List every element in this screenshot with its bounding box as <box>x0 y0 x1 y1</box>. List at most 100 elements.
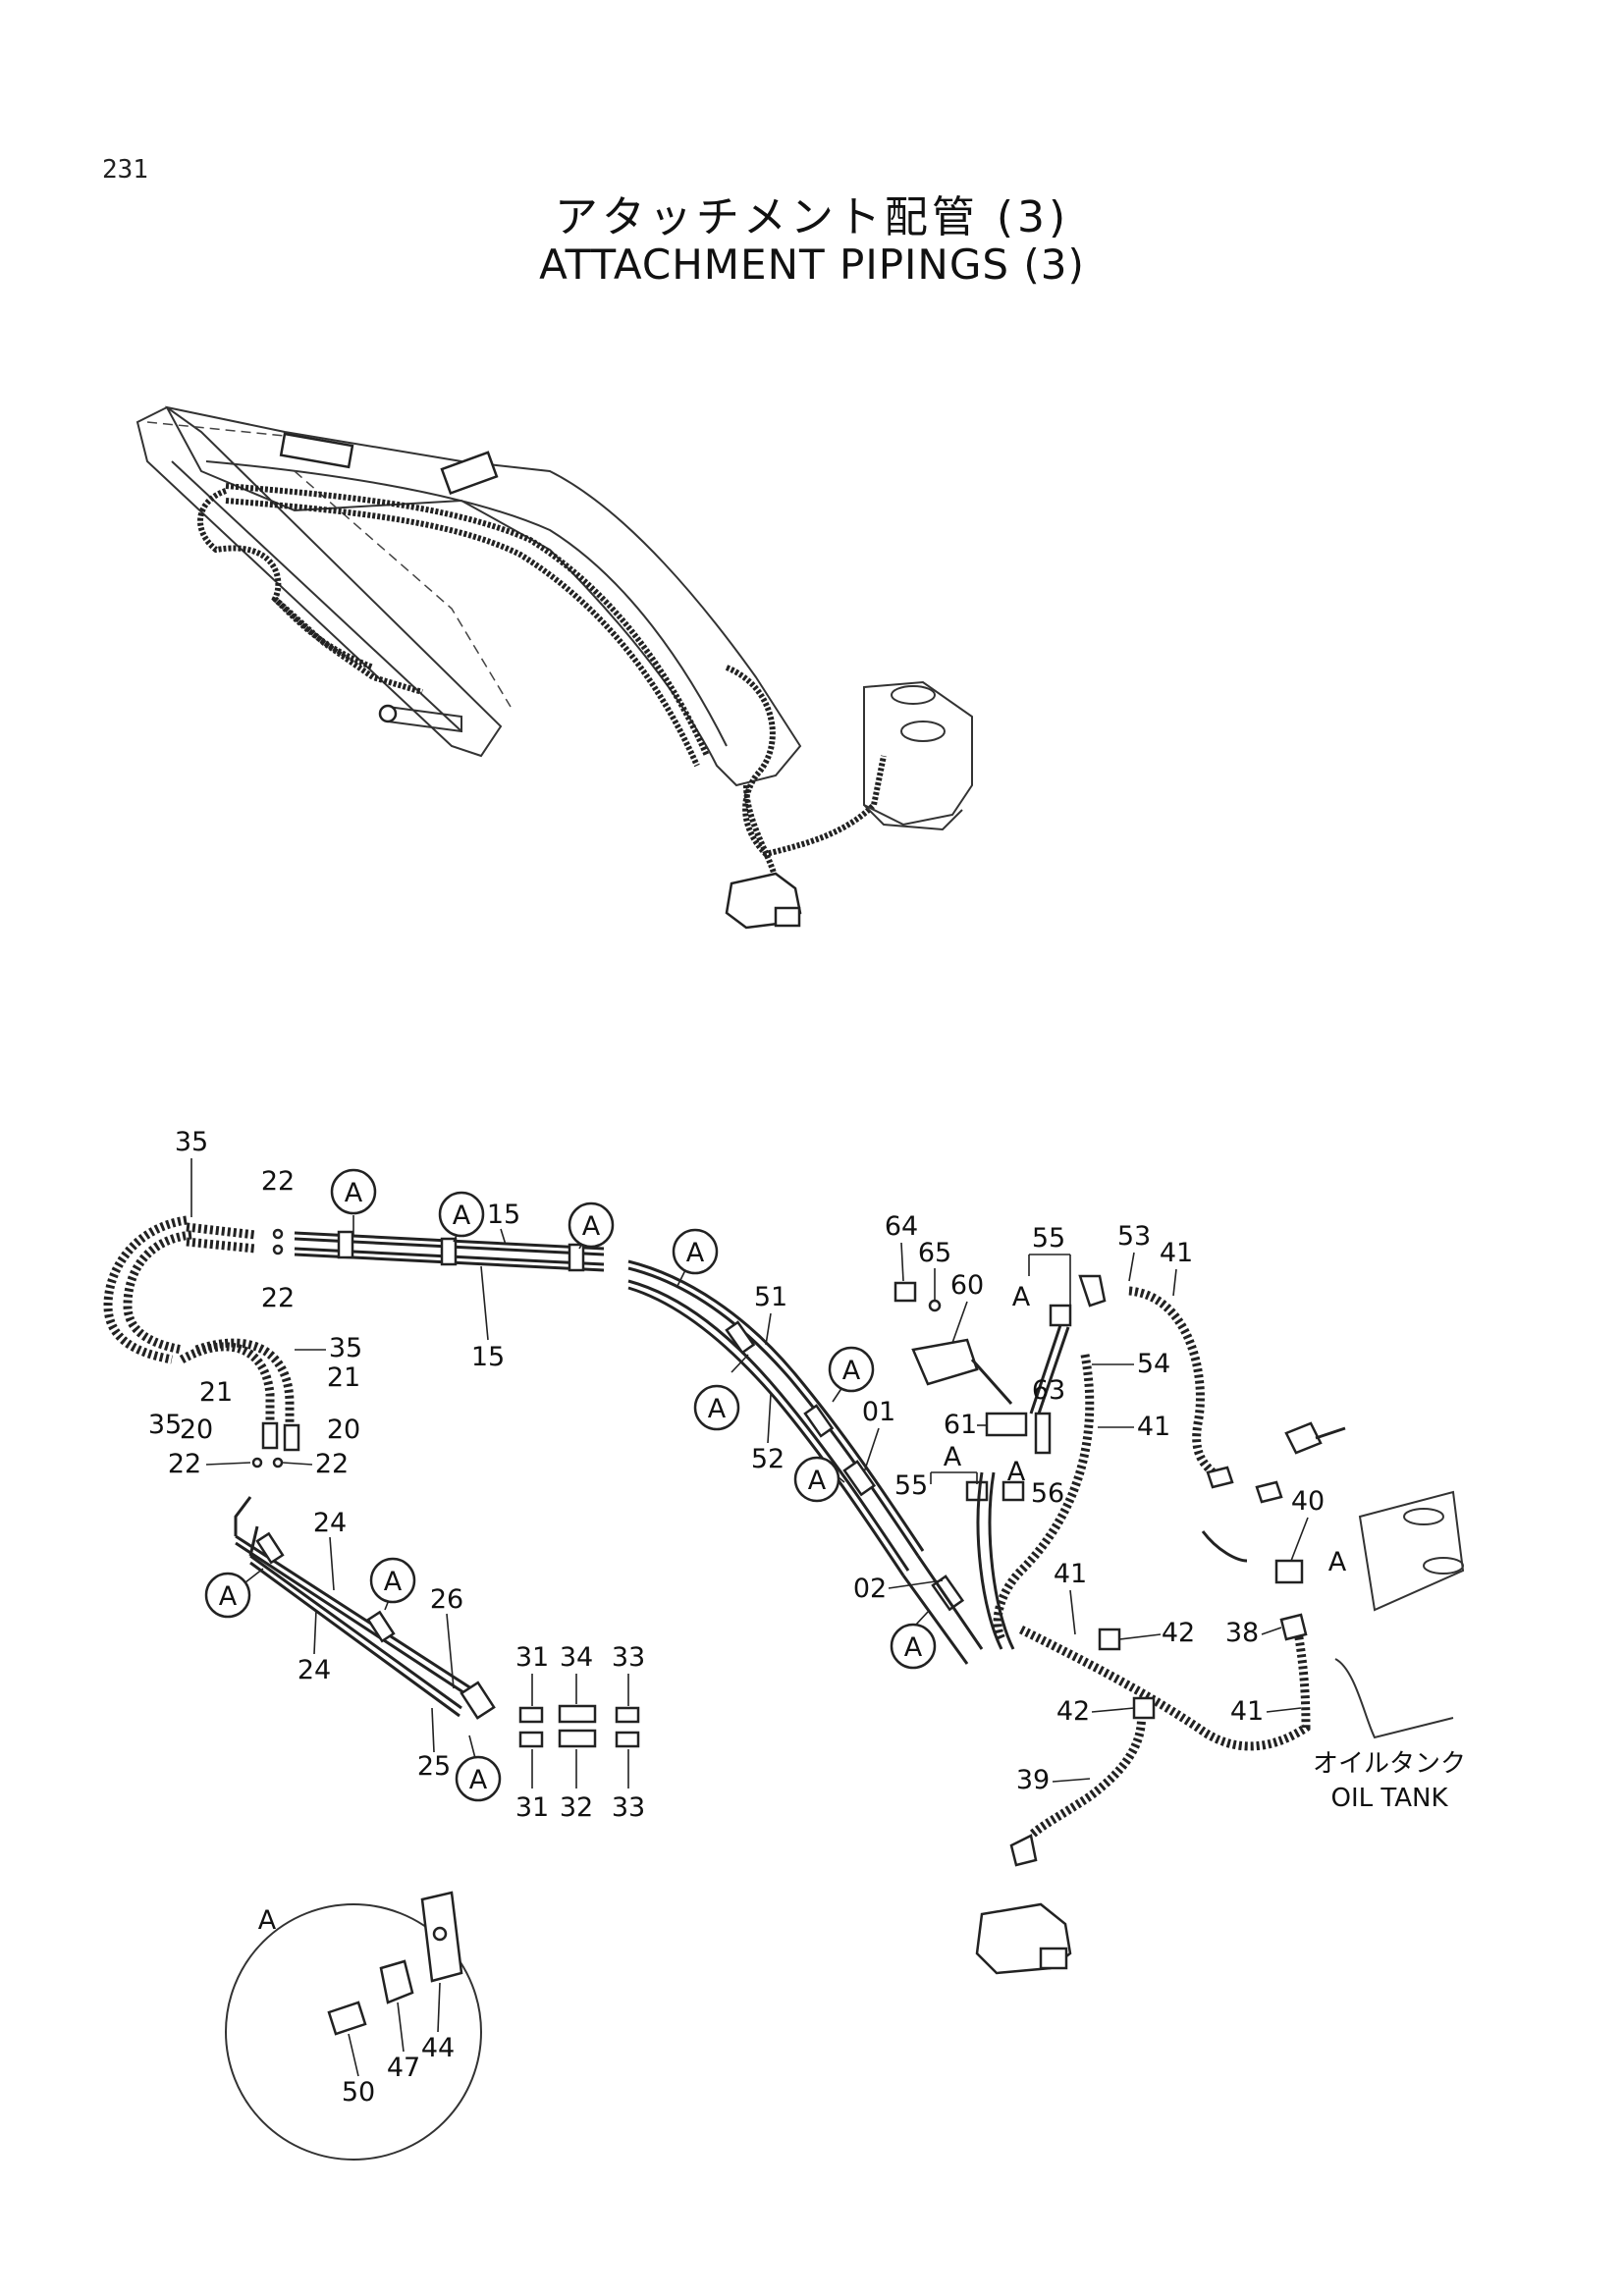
pipe-to-tank <box>1201 1530 1248 1563</box>
label-61: 61 <box>944 1410 977 1440</box>
label-22-mid-left: 22 <box>168 1449 201 1479</box>
label-25: 25 <box>417 1751 451 1782</box>
clamp-a-1 <box>337 1230 354 1259</box>
page-number: 231 <box>102 155 148 185</box>
label-15-top: 15 <box>487 1200 520 1230</box>
label-51: 51 <box>754 1282 787 1312</box>
label-42-mid: 42 <box>1056 1696 1090 1727</box>
label-41-bottom: 41 <box>1230 1696 1264 1727</box>
clamp-47 <box>379 1959 414 2004</box>
fitting-34 <box>558 1704 597 1724</box>
boom-inner-line <box>205 460 728 747</box>
label-60: 60 <box>950 1270 984 1301</box>
oil-tank-cap <box>1403 1508 1444 1525</box>
fitting-40 <box>1274 1559 1304 1584</box>
hose-41-mid <box>1018 1619 1311 1751</box>
bucket-pin <box>378 704 398 723</box>
pipe-left-to-valve <box>976 1471 1003 1650</box>
label-63: 63 <box>1032 1375 1065 1406</box>
fitting-20-right <box>283 1423 300 1452</box>
hose-35-left <box>103 1215 188 1364</box>
pipe-52-2 <box>627 1286 905 1576</box>
detail-a-circle <box>225 1903 482 2161</box>
fitting-55-lower <box>965 1480 989 1502</box>
fitting-31-top <box>518 1706 544 1724</box>
boom-cylinder <box>279 432 354 469</box>
fitting-61 <box>985 1412 1028 1437</box>
label-15-bottom: 15 <box>471 1342 505 1372</box>
label-52: 52 <box>751 1444 785 1474</box>
swing-post <box>863 680 973 827</box>
label-50: 50 <box>342 2077 375 2108</box>
piping-exploded-view <box>103 1215 1465 2161</box>
control-valve-port-top <box>774 906 801 928</box>
fitting-near-40-b <box>1255 1480 1283 1504</box>
label-26: 26 <box>430 1584 463 1615</box>
pipe-55-vertical <box>1029 1324 1070 1415</box>
plate-44-hole <box>432 1926 448 1942</box>
clamp-a-5 <box>803 1404 835 1438</box>
swing-post-base <box>863 804 963 831</box>
label-20-left: 20 <box>180 1415 213 1445</box>
label-40: 40 <box>1291 1486 1325 1517</box>
label-02: 02 <box>853 1574 887 1604</box>
label-41-lower: 41 <box>1054 1559 1087 1589</box>
callout-a-8-label: A <box>219 1581 238 1612</box>
fitting-42-top <box>1098 1628 1121 1651</box>
label-33-top: 33 <box>612 1642 645 1673</box>
o-ring-22-mid-b <box>272 1457 284 1468</box>
o-ring-65 <box>928 1299 942 1312</box>
boom-upper-hose <box>225 483 710 758</box>
pipe-52 <box>627 1279 910 1572</box>
marker-a-56: A <box>1007 1457 1026 1487</box>
oil-tank-caption-en: OIL TANK <box>1330 1784 1448 1813</box>
boom-outline <box>165 405 802 787</box>
label-22-top: 22 <box>261 1166 295 1197</box>
clamp-a-3 <box>568 1243 585 1272</box>
fitting-26 <box>460 1681 496 1720</box>
pipe-24-lower-2 <box>249 1561 460 1718</box>
label-31-top: 31 <box>515 1642 549 1673</box>
marker-a-55-lower: A <box>944 1442 962 1472</box>
title-japanese: アタッチメント配管 (3) <box>554 192 1070 242</box>
callout-a-8 <box>204 1572 251 1619</box>
callout-a-11-label: A <box>904 1632 923 1663</box>
callout-a-5 <box>693 1384 740 1431</box>
label-24-bottom: 24 <box>298 1655 331 1685</box>
plug-64 <box>893 1281 917 1303</box>
pipe-24-lower <box>249 1554 462 1710</box>
callout-a-7-label: A <box>808 1466 827 1496</box>
elbow-53 <box>1078 1274 1107 1308</box>
label-41-mid: 41 <box>1137 1412 1170 1442</box>
bucket-link <box>387 705 462 733</box>
oil-tank-caption-jp: オイルタンク <box>1313 1749 1466 1779</box>
label-41-top: 41 <box>1160 1238 1193 1268</box>
hose-35-top-stub-2 <box>186 1237 256 1254</box>
clamp-a-2 <box>440 1237 458 1266</box>
pipe-24-upper <box>235 1534 472 1690</box>
pipe-left-to-valve-2 <box>988 1471 1015 1650</box>
callout-a-10 <box>455 1755 502 1802</box>
fitting-31-bottom <box>518 1731 544 1748</box>
fitting-42-mid <box>1132 1696 1156 1720</box>
fitting-near-40-a <box>1206 1466 1234 1489</box>
label-64: 64 <box>885 1211 918 1242</box>
hose-35-top-stub <box>186 1222 256 1240</box>
pipe-51 <box>627 1259 925 1552</box>
callout-a-1-label: A <box>345 1178 363 1208</box>
part-number-labels: 35 22 22 15 15 35 21 21 35 20 20 22 22 2… <box>148 1127 1325 2108</box>
pipe-51-2 <box>627 1266 920 1557</box>
pipe-02-lower <box>901 1555 984 1665</box>
oil-tank-outline <box>1334 1490 1465 1739</box>
callout-a-2-label: A <box>453 1201 471 1231</box>
o-ring-22-top-b <box>272 1244 284 1255</box>
label-55-lower: 55 <box>894 1470 928 1501</box>
control-valve-bottom-port <box>1039 1947 1068 1970</box>
fitting-20-left <box>261 1421 279 1450</box>
label-54: 54 <box>1137 1349 1170 1379</box>
label-55-top: 55 <box>1032 1223 1065 1254</box>
callout-a-4 <box>672 1228 719 1275</box>
callout-a-markers: A A A A A A A A A A A <box>204 1168 937 1802</box>
callout-a-4-label: A <box>686 1238 705 1268</box>
